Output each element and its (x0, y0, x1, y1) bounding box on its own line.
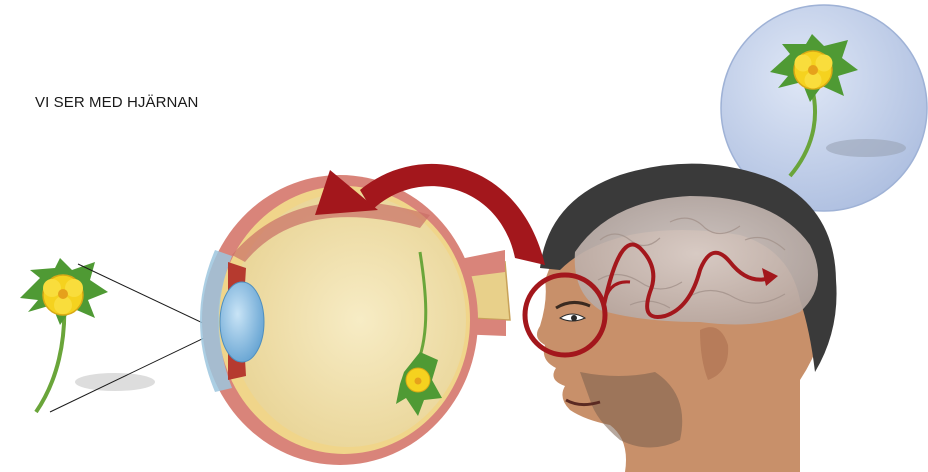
flower-shadow (75, 373, 155, 391)
beard (580, 372, 682, 448)
object-flower (20, 258, 155, 412)
lens (220, 282, 264, 362)
flower-center (58, 289, 68, 299)
human-head (537, 164, 837, 472)
eyeball (200, 175, 510, 465)
